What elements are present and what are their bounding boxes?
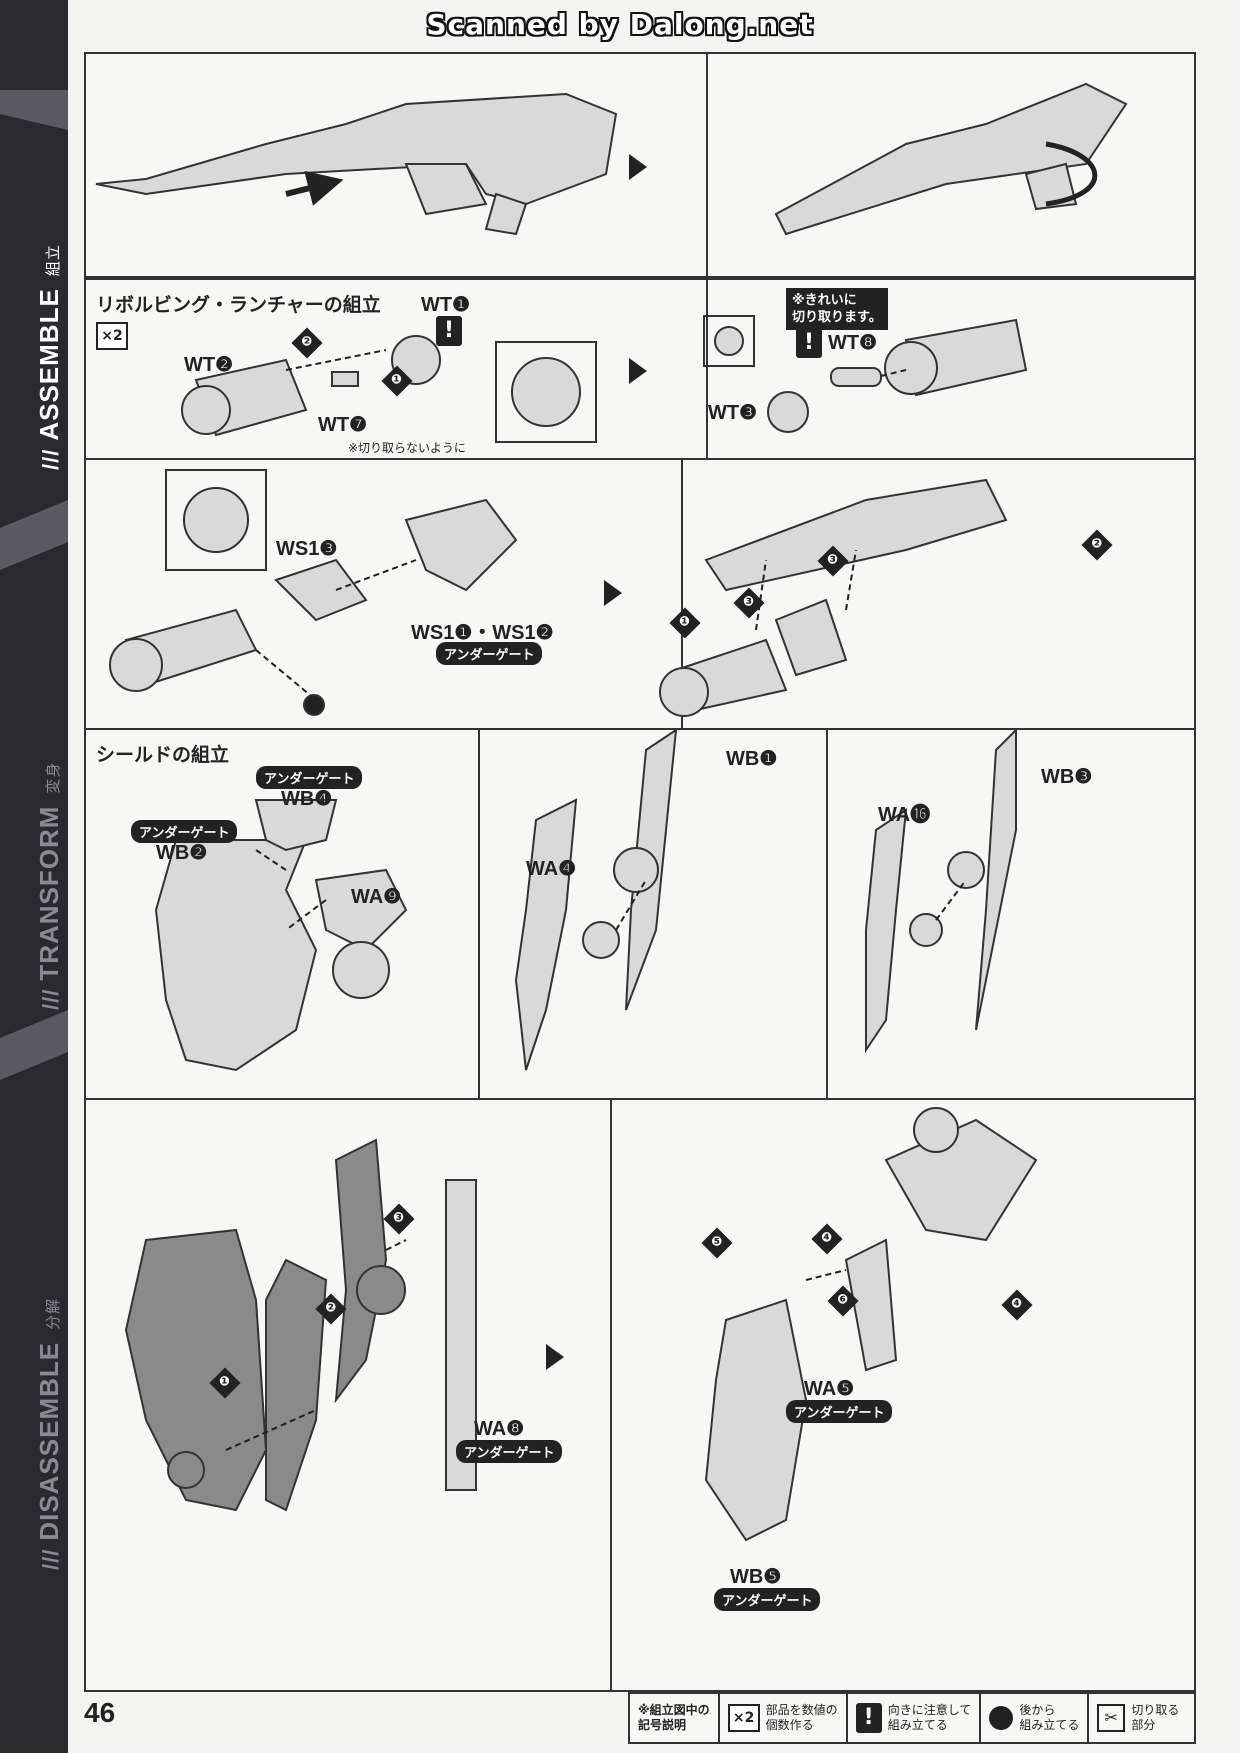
part-label-wt1: WT❶ bbox=[421, 294, 471, 316]
multiplier-icon: ×2 bbox=[727, 1704, 760, 1732]
page-number: 46 bbox=[84, 1697, 116, 1728]
panel-divider bbox=[478, 730, 480, 1098]
caution-icon: ! bbox=[436, 316, 462, 346]
legend-item: 後から 組み立てる bbox=[979, 1694, 1087, 1742]
sidebar-disassemble: ///DISASSEMBLE分解 bbox=[34, 1297, 64, 1570]
panel-shield-final: ❸ ❷ ❶ WA❽ アンダーゲート ❹ ❺ ❻ ❹ WA❺ アンダーゲート WB… bbox=[84, 1098, 1196, 1692]
attach-illustration bbox=[109, 469, 1008, 717]
under-gate-badge: アンダーゲート bbox=[786, 1400, 893, 1423]
nipper-icon: ✂ bbox=[1097, 1704, 1126, 1732]
legend-title: ※組立図中の 記号説明 bbox=[638, 1703, 710, 1732]
next-step-arrow-icon bbox=[629, 358, 647, 384]
sidebar-accent bbox=[0, 1010, 68, 1080]
panel-revolving-launcher: リボルビング・ランチャーの組立 ×2 WT❶ ! WT❷ WT❼ bbox=[84, 278, 1196, 460]
panel-shield: シールドの組立 アンダーゲート WB❹ アンダーゲート bbox=[84, 728, 1196, 1100]
under-gate-badge: アンダーゲート bbox=[714, 1588, 821, 1611]
panel-divider bbox=[706, 54, 708, 276]
next-step-arrow-icon bbox=[629, 154, 647, 180]
sidebar-accent bbox=[0, 500, 68, 570]
sidebar-transform: ///TRANSFORM変身 bbox=[34, 761, 64, 1010]
shield-final-illustration bbox=[124, 1107, 1038, 1542]
part-label-wb1: WB❶ bbox=[726, 748, 778, 770]
part-label-wb5: WB❺ bbox=[730, 1566, 782, 1588]
sidebar-accent bbox=[0, 90, 68, 130]
part-label-ws1-1-2: WS1❶・WS1❷ bbox=[411, 622, 554, 644]
part-label-wt2: WT❷ bbox=[184, 354, 234, 376]
launcher-illustration bbox=[181, 315, 1028, 443]
part-label-wa5: WA❺ bbox=[804, 1378, 855, 1400]
manual-content: リボルビング・ランチャーの組立 ×2 WT❶ ! WT❷ WT❼ bbox=[84, 52, 1196, 1692]
under-gate-badge: アンダーゲート bbox=[436, 642, 543, 665]
panel-divider bbox=[706, 280, 708, 458]
symbol-legend: ※組立図中の 記号説明 ×2 部品を数値の 個数作る ! 向きに注意して 組み立… bbox=[628, 1692, 1196, 1744]
next-step-arrow-icon bbox=[546, 1344, 564, 1370]
hatch-icon: /// bbox=[38, 1548, 63, 1570]
part-label-wb2: WB❷ bbox=[156, 842, 208, 864]
legend-item: ! 向きに注意して 組み立てる bbox=[845, 1694, 980, 1742]
rifle-illustration bbox=[95, 82, 1128, 236]
panel-launcher-attach: WS1❸ WS1❶・WS1❷ アンダーゲート ❶ ❷ ❸ ❸ bbox=[84, 458, 1196, 730]
shield-illustration bbox=[154, 730, 1017, 1072]
next-step-arrow-icon bbox=[604, 580, 622, 606]
panel-divider bbox=[681, 460, 683, 728]
part-label-ws1-3: WS1❸ bbox=[276, 538, 338, 560]
legend-item: ✂ 切り取る 部分 bbox=[1087, 1694, 1187, 1742]
watermark: Scanned by Dalong.net bbox=[426, 8, 814, 41]
part-label-wb4: WB❹ bbox=[281, 788, 333, 810]
part-label-wt3: WT❸ bbox=[708, 402, 758, 424]
caution-icon: ! bbox=[855, 1703, 882, 1733]
sidebar-assemble: ///ASSEMBLE組立 bbox=[34, 244, 64, 470]
hatch-icon: /// bbox=[38, 988, 63, 1010]
sidebar bbox=[0, 0, 68, 1753]
part-label-wt7: WT❼ bbox=[318, 414, 368, 436]
section-title: シールドの組立 bbox=[96, 744, 230, 766]
part-label-wa9: WA❾ bbox=[351, 886, 402, 908]
part-label-wb3: WB❸ bbox=[1041, 766, 1093, 788]
legend-item: ×2 部品を数値の 個数作る bbox=[717, 1694, 846, 1742]
panel-divider bbox=[610, 1100, 612, 1690]
part-label-wa16: WA⓰ bbox=[878, 804, 931, 826]
part-label-wa8: WA❽ bbox=[474, 1418, 525, 1440]
under-gate-badge: アンダーゲート bbox=[256, 766, 363, 789]
note-do-not-cut: ※切り取らないように 注意してください。 bbox=[348, 441, 466, 455]
multiplier-icon: ×2 bbox=[96, 322, 128, 350]
caution-icon: ! bbox=[796, 328, 822, 358]
hatch-icon: /// bbox=[38, 448, 63, 470]
back-view-icon bbox=[989, 1706, 1014, 1730]
panel-divider bbox=[826, 730, 828, 1098]
under-gate-badge: アンダーゲート bbox=[131, 820, 238, 843]
section-title: リボルビング・ランチャーの組立 bbox=[96, 294, 381, 316]
part-label-wt8: WT❽ bbox=[828, 332, 878, 354]
note-clean-cut: ※きれいに 切り取ります。 bbox=[786, 288, 888, 330]
under-gate-badge: アンダーゲート bbox=[456, 1440, 563, 1463]
panel-rifle bbox=[84, 52, 1196, 278]
part-label-wa4: WA❹ bbox=[526, 858, 577, 880]
